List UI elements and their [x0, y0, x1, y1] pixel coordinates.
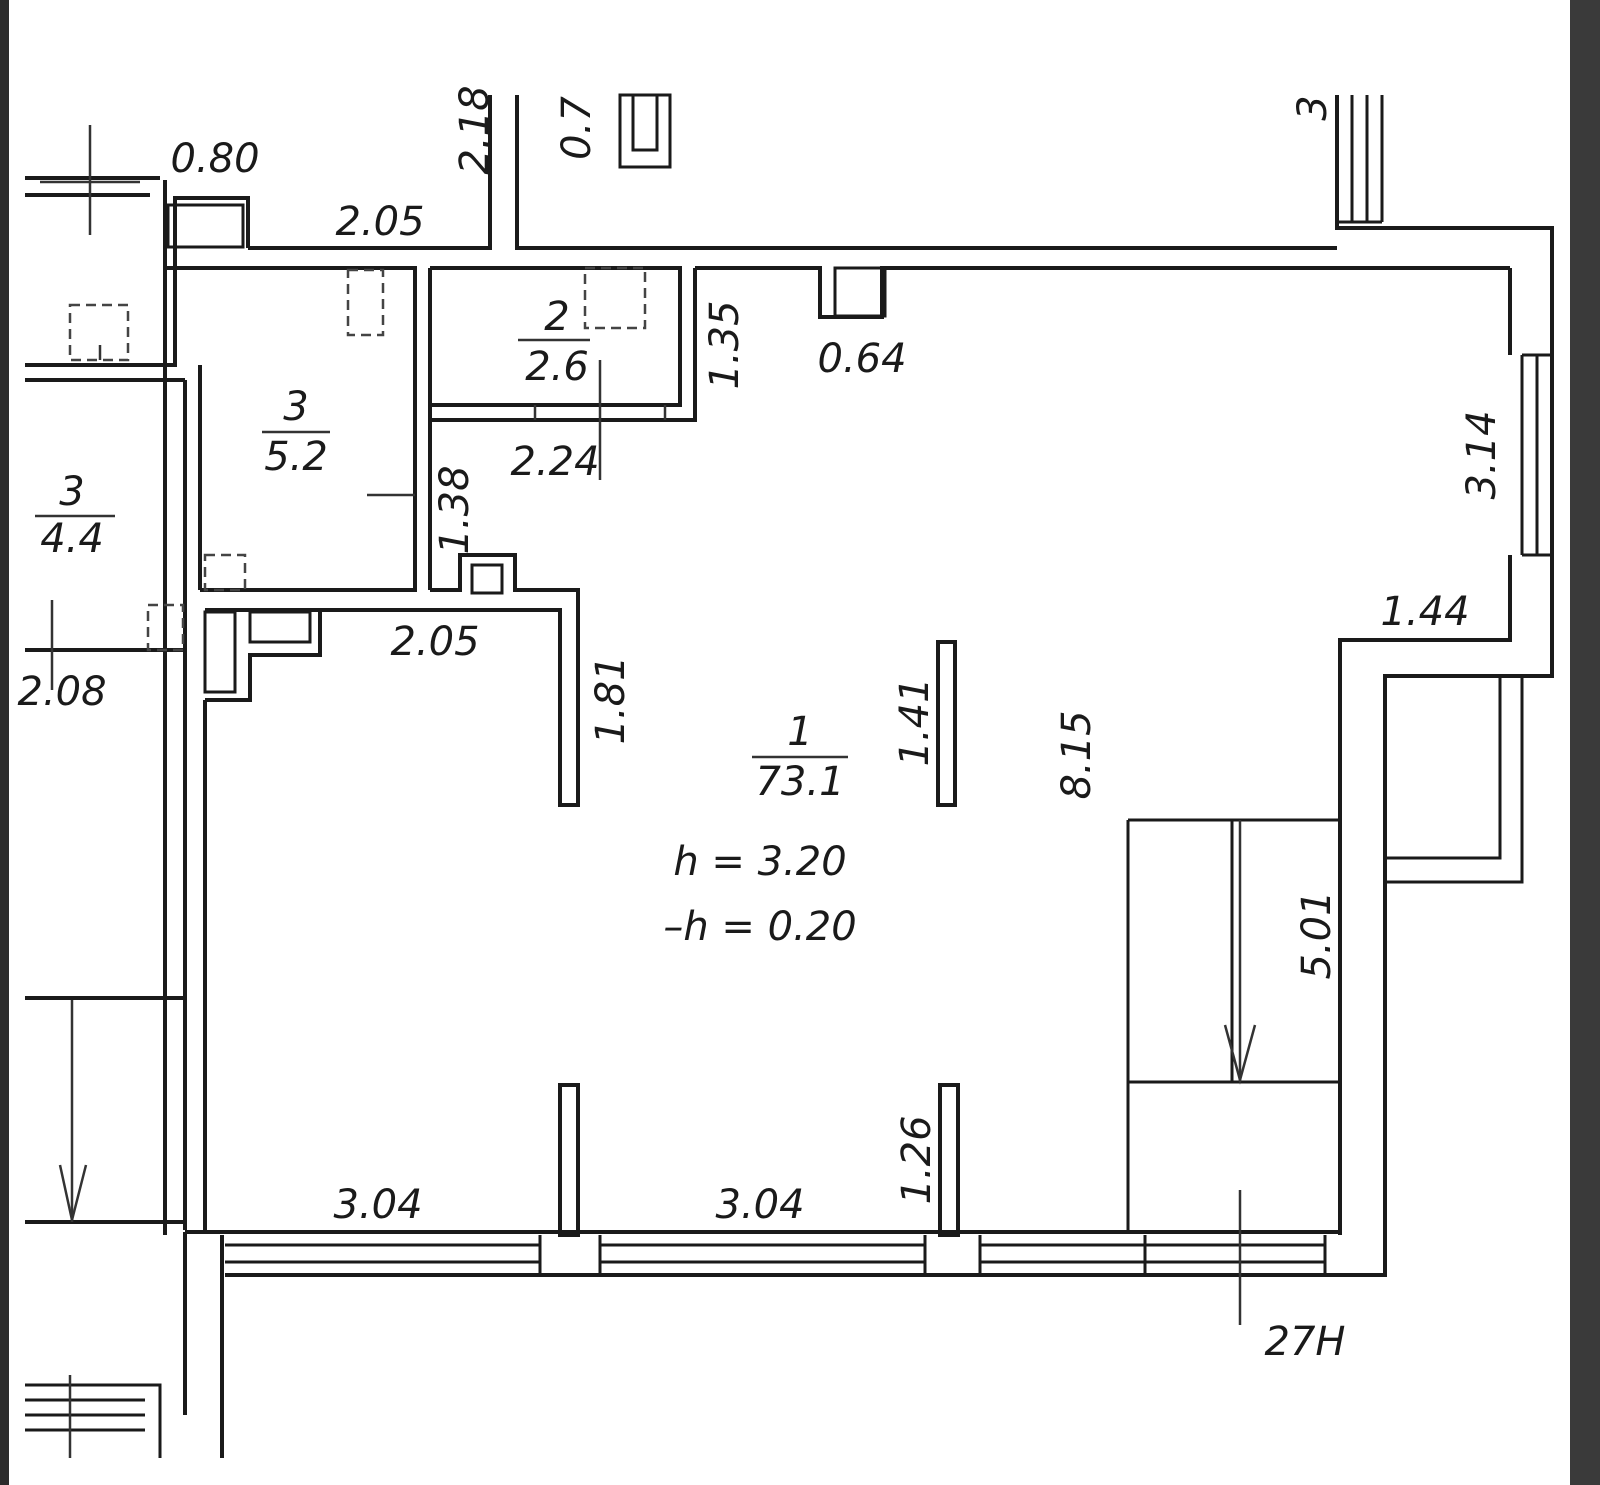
room-1-area: 73.1: [755, 759, 844, 805]
dim-2-18: 2.18: [452, 85, 498, 174]
room-labels: 1 73.1 2 2.6 3 5.2 3 4.4 h = 3.20 –h = 0…: [40, 294, 1345, 1365]
partitions: [35, 93, 1340, 1458]
floor-step-height: –h = 0.20: [663, 904, 856, 950]
dim-1-44: 1.44: [1380, 589, 1469, 635]
dim-2-24: 2.24: [510, 439, 599, 485]
room-2-number: 2: [544, 294, 569, 340]
right-frame-edge: [1570, 0, 1600, 1485]
dim-1-81: 1.81: [588, 655, 634, 744]
room-2-area: 2.6: [525, 344, 589, 390]
dim-1-41: 1.41: [892, 677, 938, 766]
dimension-labels: 0.80 2.05 2.18 0.7 3 0.64 1.35 2.24 1.38…: [17, 85, 1505, 1228]
axis-label: 27Н: [1265, 1319, 1346, 1365]
dim-1-38: 1.38: [432, 465, 478, 554]
dim-1-26: 1.26: [894, 1115, 940, 1204]
dim-3-partial: 3: [1290, 95, 1336, 120]
dim-1-35: 1.35: [702, 300, 748, 389]
dim-5-01: 5.01: [1294, 890, 1340, 979]
dim-2-05-mid: 2.05: [390, 619, 479, 665]
dim-3-14: 3.14: [1459, 410, 1505, 499]
dim-2-08: 2.08: [17, 669, 106, 715]
dim-8-15: 8.15: [1054, 710, 1100, 799]
dim-0-7: 0.7: [554, 96, 600, 160]
dim-2-05-top: 2.05: [335, 199, 424, 245]
ceiling-height: h = 3.20: [673, 839, 846, 885]
room-3-left-number: 3: [59, 469, 84, 515]
left-frame-edge: [0, 0, 9, 1485]
room-3-number: 3: [283, 384, 308, 430]
dim-3-04-left: 3.04: [333, 1182, 422, 1228]
dim-0-64: 0.64: [817, 336, 906, 382]
room-1-number: 1: [787, 709, 812, 755]
room-3-area: 5.2: [264, 434, 328, 480]
room-3-left-area: 4.4: [40, 516, 104, 562]
dim-3-04-right: 3.04: [715, 1182, 804, 1228]
dim-0-80: 0.80: [170, 136, 259, 182]
